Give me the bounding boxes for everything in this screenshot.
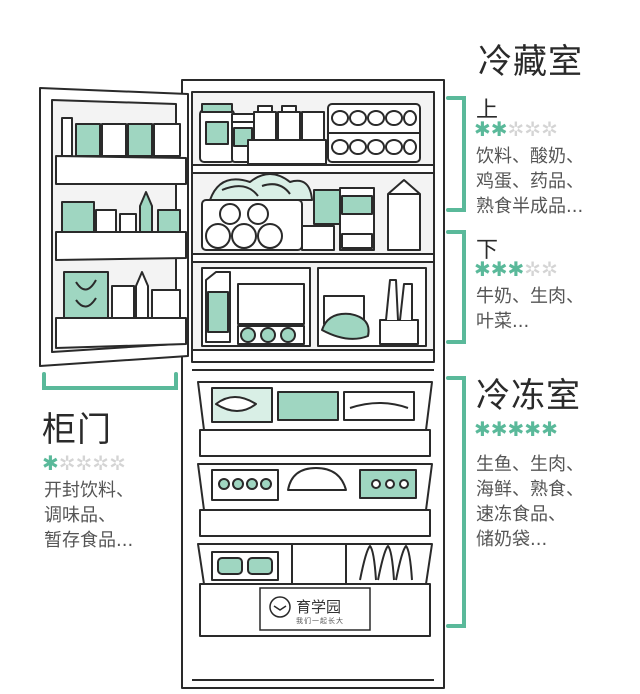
star-filled-icon: ✱ bbox=[474, 117, 491, 141]
lower-shelf-items bbox=[201, 267, 427, 347]
star-empty-icon: ✲ bbox=[507, 117, 525, 141]
food-list-line: 饮料、酸奶、 bbox=[476, 146, 584, 167]
bracket-lower bbox=[446, 230, 466, 344]
star-filled-icon: ✱ bbox=[507, 257, 525, 281]
food-list-line: 叶菜... bbox=[476, 311, 530, 332]
lower-food-list: 牛奶、生肉、叶菜... bbox=[476, 284, 584, 334]
food-list-line: 海鲜、熟食、 bbox=[476, 479, 584, 500]
star-filled-icon: ✱ bbox=[490, 117, 508, 141]
bracket-door bbox=[42, 372, 178, 390]
middle-shelf-items bbox=[201, 173, 421, 251]
upper-food-list: 饮料、酸奶、鸡蛋、药品、熟食半成品... bbox=[476, 144, 584, 219]
freezer-section-title: 冷冻室 bbox=[476, 376, 581, 416]
star-empty-icon: ✲ bbox=[541, 257, 558, 281]
star-empty-icon: ✲ bbox=[109, 451, 126, 475]
food-list-line: 速冻食品、 bbox=[476, 504, 566, 525]
star-filled-icon: ✱ bbox=[474, 417, 491, 441]
top-shelf-items bbox=[199, 103, 421, 165]
star-empty-icon: ✲ bbox=[524, 257, 542, 281]
star-filled-icon: ✱ bbox=[490, 257, 508, 281]
star-filled-icon: ✱ bbox=[42, 451, 59, 475]
section-brackets bbox=[42, 96, 466, 628]
star-filled-icon: ✱ bbox=[524, 417, 542, 441]
lower-shelf-label: 下 bbox=[476, 238, 499, 263]
freezer-food-list: 生鱼、生肉、海鲜、熟食、速冻食品、储奶袋... bbox=[476, 452, 584, 552]
food-list-line: 熟食半成品... bbox=[476, 196, 584, 217]
bracket-upper bbox=[446, 96, 466, 212]
star-empty-icon: ✲ bbox=[75, 451, 93, 475]
logo-slogan: 我们一起长大 bbox=[296, 617, 344, 625]
food-list-line: 暂存食品... bbox=[44, 530, 134, 551]
food-list-line: 生鱼、生肉、 bbox=[476, 454, 584, 475]
star-empty-icon: ✲ bbox=[92, 451, 110, 475]
star-empty-icon: ✲ bbox=[524, 117, 542, 141]
star-filled-icon: ✱ bbox=[507, 417, 525, 441]
door-rating-stars: ✱✲✲✲✲ bbox=[42, 452, 126, 474]
upper-shelf-label: 上 bbox=[476, 98, 499, 123]
star-empty-icon: ✲ bbox=[58, 451, 76, 475]
food-list-line: 调味品、 bbox=[44, 505, 116, 526]
food-list-line: 鸡蛋、药品、 bbox=[476, 171, 584, 192]
fridge-door bbox=[39, 87, 189, 367]
food-list-line: 储奶袋... bbox=[476, 529, 548, 550]
logo-name: 育学园 bbox=[296, 598, 342, 616]
door-section-title: 柜门 bbox=[42, 410, 112, 450]
star-filled-icon: ✱ bbox=[474, 257, 491, 281]
food-list-line: 牛奶、生肉、 bbox=[476, 286, 584, 307]
fridge-section-title: 冷藏室 bbox=[478, 42, 583, 82]
lower-rating-stars: ✱✱✱✲✲ bbox=[474, 258, 558, 280]
food-list-line: 开封饮料、 bbox=[44, 480, 134, 501]
upper-rating-stars: ✱✱✲✲✲ bbox=[474, 118, 558, 140]
star-filled-icon: ✱ bbox=[490, 417, 508, 441]
freezer-rating-stars: ✱✱✱✱✱ bbox=[474, 418, 558, 440]
logo-box bbox=[259, 587, 371, 631]
bracket-freezer bbox=[446, 376, 466, 628]
star-filled-icon: ✱ bbox=[541, 417, 558, 441]
door-food-list: 开封饮料、调味品、暂存食品... bbox=[44, 478, 134, 553]
star-empty-icon: ✲ bbox=[541, 117, 558, 141]
